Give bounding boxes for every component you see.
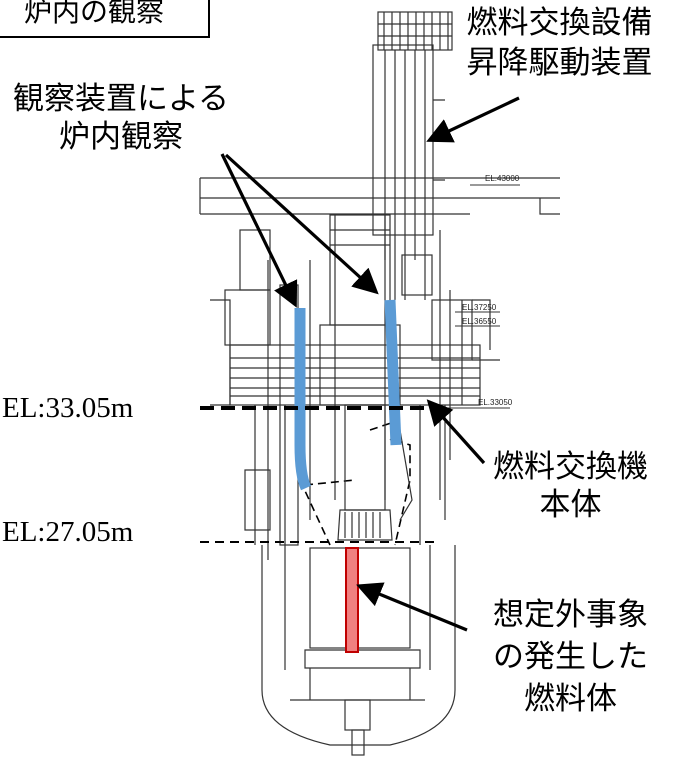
arrow-observation-right [224,153,379,295]
title-text: 炉内の観察 [24,0,165,28]
core-region [309,547,411,649]
arrow-machine [426,399,486,465]
label-observation-line2: 炉内観察 [59,119,183,155]
label-event-line3: 燃料体 [524,681,617,717]
left-observation-probe [294,308,312,491]
drawing-label-el36550: EL.36550 [462,317,497,326]
label-machine-line2: 本体 [539,487,602,523]
label-el-33: EL:33.05m [2,392,134,424]
label-fuel-handling-drive-line1: 燃料交換設備 [466,5,653,41]
central-column-upper [329,214,391,326]
drive-top-frame [377,11,453,51]
vessel-upper-wall-left [254,405,286,545]
drawing-label-el33050: EL.33050 [478,398,513,407]
vessel-upper-wall-right [419,405,446,545]
right-observation-probe [384,299,402,446]
label-observation-line1: 観察装置による [12,81,230,117]
label-event-line1: 想定外事象 [493,597,648,633]
drawing-label-el43000: EL.43000 [485,174,520,183]
title-box: 炉内の観察 [0,0,210,38]
drive-tower [372,44,434,236]
reactor-vessel-lower [261,545,456,746]
label-fuel-handling-drive-line2: 昇降駆動装置 [466,45,653,81]
abnormal-fuel-assembly [345,547,359,653]
arrow-fuel [356,582,468,632]
label-el-27: EL:27.05m [2,516,134,548]
label-event-line2: の発生した [493,639,648,675]
arrow-drive [426,96,520,143]
arrow-observation-left [220,153,298,308]
drawing-label-el37250: EL.37250 [462,303,497,312]
label-machine-line1: 燃料交換機 [493,449,648,485]
